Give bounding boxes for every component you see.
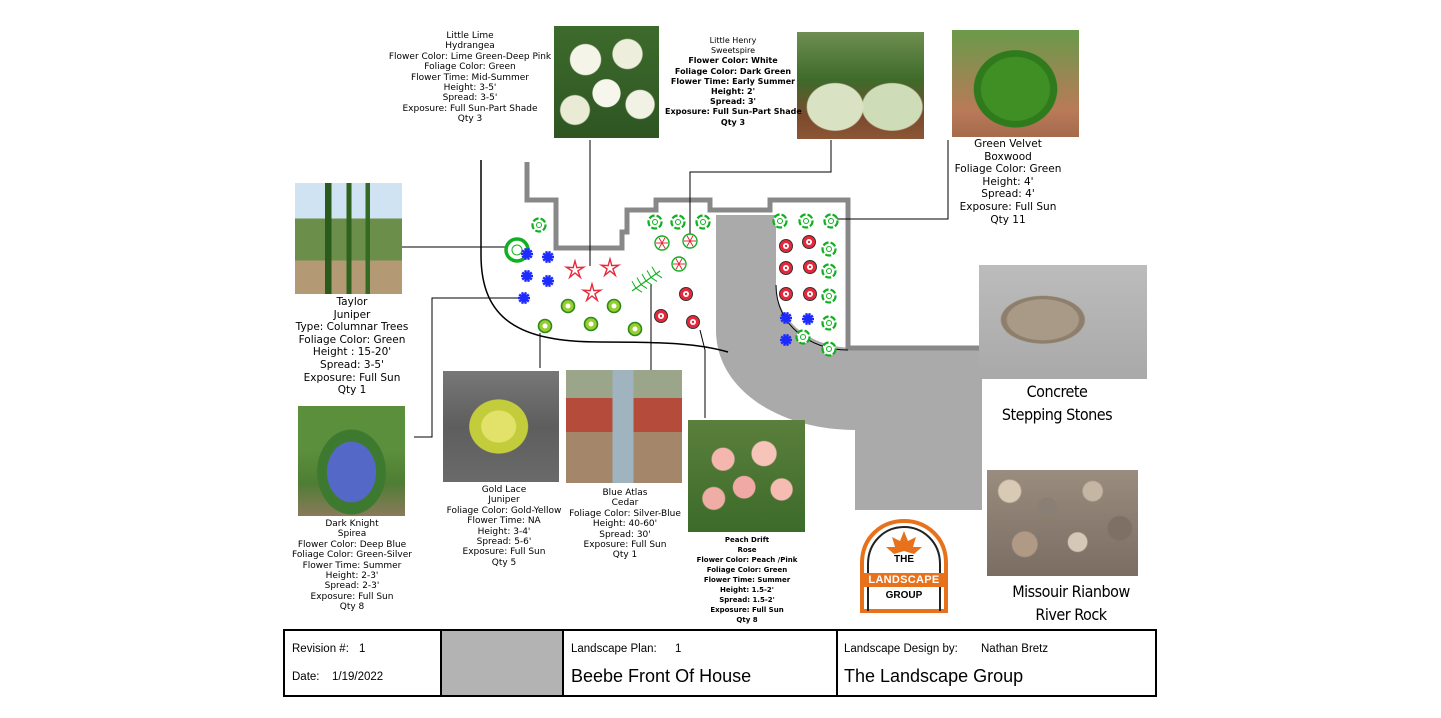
- little-lime-symbol: [580, 281, 604, 303]
- plan-cell: Landscape Plan: 1 Beebe Front Of House: [564, 631, 838, 695]
- river-rock-photo: [987, 470, 1138, 576]
- peach-drift-symbol: [686, 315, 700, 329]
- dark-knight-symbol: [780, 311, 792, 325]
- plan-value: 1: [675, 643, 682, 655]
- date-value: 1/19/2022: [332, 671, 384, 683]
- green-velvet-symbol: [670, 214, 686, 230]
- logo-text-top: THE: [894, 554, 914, 565]
- gold-lace-photo: [443, 371, 559, 482]
- peach-drift-symbol: [802, 235, 816, 249]
- bed-edge: [480, 160, 729, 353]
- green-velvet-symbol: [795, 329, 811, 345]
- blue-atlas-symbol: [631, 266, 663, 293]
- peach-drift-symbol: [779, 261, 793, 275]
- green-velvet-photo: [952, 30, 1079, 137]
- date-label: Date:: [292, 671, 320, 683]
- peach-drift-symbol: [654, 309, 668, 323]
- revision-value: 1: [359, 643, 366, 655]
- green-velvet-symbol: [798, 213, 814, 229]
- logo-arch-icon: [860, 518, 948, 613]
- plan-label: Landscape Plan:: [571, 643, 657, 655]
- gold-lace-symbol: [583, 316, 599, 332]
- little-henry-symbol: [671, 256, 687, 272]
- little-henry-symbol: [682, 233, 698, 249]
- revision-cell: Revision #: 1 Date: 1/19/2022: [285, 631, 442, 695]
- foundation-line: [524, 162, 982, 351]
- little-henry-photo: [797, 32, 924, 139]
- peach-drift-photo: [688, 420, 805, 532]
- landscape-group-logo: THE LANDSCAPE GROUP: [856, 517, 952, 613]
- green-velvet-symbol: [772, 213, 788, 229]
- walkway: [716, 215, 982, 510]
- blue-atlas-photo: [566, 370, 682, 483]
- stamp-cell: [442, 631, 564, 695]
- dark-knight-symbol: [780, 333, 792, 347]
- gold-lace-symbol: [560, 298, 576, 314]
- dark-knight-symbol: [521, 269, 533, 283]
- taylor-photo: [295, 183, 402, 294]
- green-velvet-symbol: [647, 214, 663, 230]
- little-henry-symbol: [654, 235, 670, 251]
- little-lime-symbol: [598, 256, 622, 278]
- dark-knight-symbol: [518, 291, 530, 305]
- designer-label: Landscape Design by:: [844, 643, 958, 655]
- peach-drift-symbol: [779, 239, 793, 253]
- gold-lace-symbol: [537, 318, 553, 334]
- dark-knight-photo: [298, 406, 405, 516]
- green-velvet-symbol: [823, 213, 839, 229]
- designer-name: Nathan Bretz: [981, 643, 1049, 655]
- green-velvet-symbol: [821, 341, 837, 357]
- revision-label: Revision #:: [292, 643, 349, 655]
- green-velvet-symbol: [695, 214, 711, 230]
- dark-knight-symbol: [542, 250, 554, 264]
- green-velvet-symbol: [821, 288, 837, 304]
- green-velvet-symbol: [821, 315, 837, 331]
- little-lime-symbol: [563, 258, 587, 280]
- peach-drift-symbol: [679, 287, 693, 301]
- plan-name: Beebe Front Of House: [571, 666, 752, 686]
- green-velvet-symbol: [531, 217, 547, 233]
- peach-drift-symbol: [803, 287, 817, 301]
- dark-knight-symbol: [521, 247, 533, 261]
- stepping-stones-photo: [979, 265, 1147, 379]
- dark-knight-symbol: [802, 312, 814, 326]
- little-lime-photo: [554, 26, 659, 138]
- company-name: The Landscape Group: [844, 666, 1024, 686]
- leader-lines: [402, 140, 949, 438]
- logo-text-bottom: GROUP: [885, 590, 923, 601]
- dark-knight-symbol: [542, 274, 554, 288]
- peach-drift-symbol: [803, 260, 817, 274]
- title-block: Revision #: 1 Date: 1/19/2022 Landscape …: [283, 629, 1157, 697]
- green-velvet-symbol: [821, 263, 837, 279]
- gold-lace-symbol: [606, 298, 622, 314]
- gold-lace-symbol: [627, 321, 643, 337]
- designer-cell: Landscape Design by: Nathan Bretz The La…: [838, 631, 1155, 695]
- logo-text-mid: LANDSCAPE: [868, 574, 940, 586]
- green-velvet-symbol: [821, 241, 837, 257]
- peach-drift-symbol: [779, 287, 793, 301]
